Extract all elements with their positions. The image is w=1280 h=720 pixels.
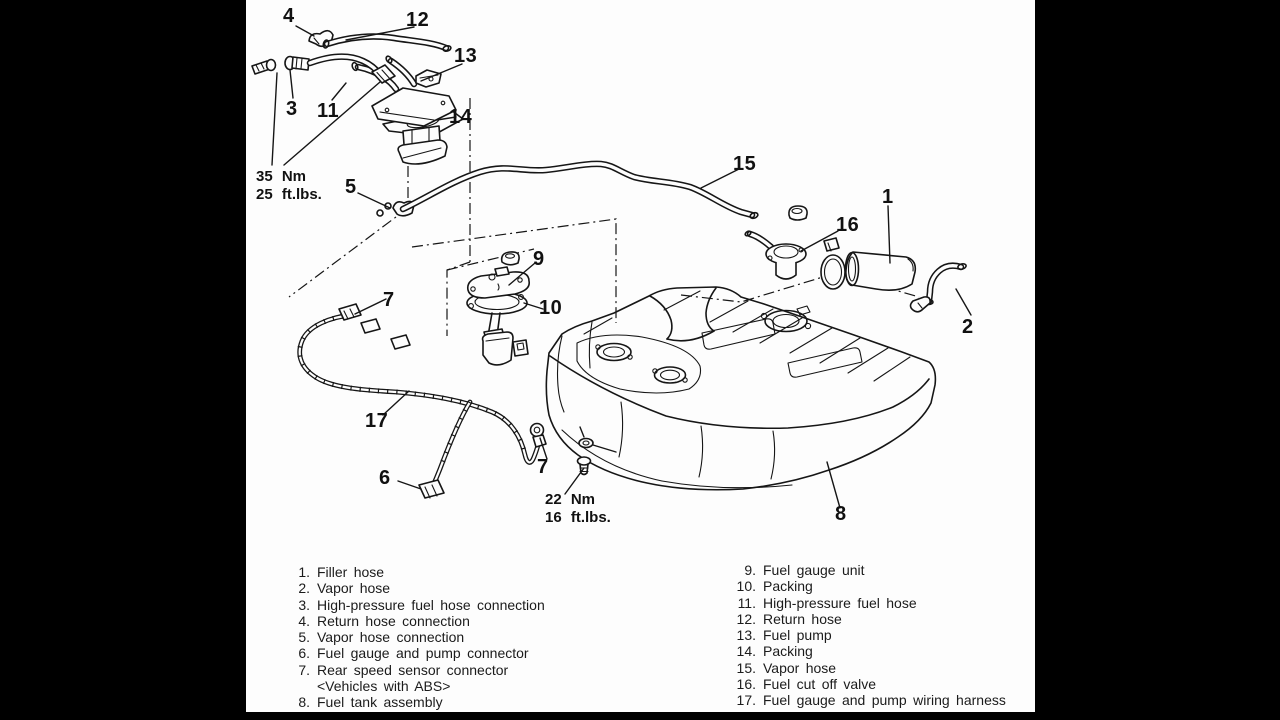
callout-1: 1 <box>882 186 894 208</box>
legend-item-7: 7.Rear speed sensor connector <box>298 661 509 678</box>
legend-item-12: 12.Return hose <box>736 610 842 627</box>
callout-9: 9 <box>533 248 545 270</box>
leader-lines <box>271 25 972 509</box>
legend-item-13: 13.Fuel pump <box>736 627 832 644</box>
legend-item-4: 4.Return hose connection <box>298 612 470 629</box>
fuel-system-line-art <box>251 25 972 509</box>
legend-item-7-note: <Vehicles with ABS> <box>317 678 451 695</box>
torque-35nm-label: 35 Nm 25 ft.lbs. <box>256 168 322 204</box>
callout-12: 12 <box>406 9 430 31</box>
callout-2: 2 <box>962 316 974 338</box>
high-pressure-fuel-hose <box>251 53 396 84</box>
fuel-tank-assembly <box>545 286 937 491</box>
callout-11: 11 <box>317 100 340 122</box>
callout-7-upper: 7 <box>383 289 395 311</box>
legend-item-6: 6.Fuel gauge and pump connector <box>298 645 529 662</box>
return-hose <box>308 29 452 53</box>
legend-item-1: 1.Filler hose <box>298 564 385 580</box>
fuel-pump-module <box>351 55 464 165</box>
datum-dash-lines <box>288 98 920 336</box>
fuel-gauge-unit <box>466 251 531 366</box>
wiring-harness <box>297 303 547 499</box>
callout-7-lower: 7 <box>537 456 549 478</box>
legend-item-5: 5.Vapor hose connection <box>298 629 465 646</box>
legend-item-8: 8.Fuel tank assembly <box>298 694 443 711</box>
callout-5: 5 <box>345 176 357 198</box>
legend-item-10: 10.Packing <box>736 578 813 595</box>
legend-item-9: 9.Fuel gauge unit <box>744 562 865 578</box>
vapor-hose-short <box>909 262 967 313</box>
diagram-page: 4 12 13 3 11 14 5 15 1 16 2 9 10 7 17 6 … <box>246 0 1035 712</box>
callout-10: 10 <box>539 297 563 319</box>
legend-right-column: 9.Fuel gauge unit 10.Packing 11.High-pre… <box>730 562 1006 709</box>
callout-15: 15 <box>733 153 757 175</box>
legend-item-15: 15.Vapor hose <box>736 659 837 676</box>
callout-3: 3 <box>286 98 298 120</box>
callout-8: 8 <box>835 503 847 525</box>
callout-6: 6 <box>379 467 391 489</box>
torque-22nm-label: 22 Nm 16 ft.lbs. <box>545 491 611 527</box>
legend-item-16: 16.Fuel cut off valve <box>736 676 877 693</box>
legend-item-14: 14.Packing <box>736 643 813 660</box>
callout-17: 17 <box>365 410 389 432</box>
tank-mount-hardware <box>576 426 617 476</box>
callout-14: 14 <box>449 106 473 128</box>
torque-35nm-line1: 35 Nm <box>256 168 307 185</box>
callout-4: 4 <box>283 5 295 27</box>
legend-left-column: 1.Filler hose 2.Vapor hose 3.High-pressu… <box>292 564 545 711</box>
legend-item-2: 2.Vapor hose <box>298 580 391 597</box>
legend-item-17: 17.Fuel gauge and pump wiring harness <box>736 692 1006 709</box>
filler-hose <box>820 237 917 291</box>
torque-35nm-line2: 25 ft.lbs. <box>256 186 322 203</box>
torque-22nm-line1: 22 Nm <box>545 491 596 508</box>
callout-13: 13 <box>454 45 478 67</box>
torque-22nm-line2: 16 ft.lbs. <box>545 509 611 526</box>
fuel-cut-off-valve <box>744 205 808 280</box>
legend-item-11: 11.High-pressure fuel hose <box>737 594 917 611</box>
callout-16: 16 <box>836 214 860 236</box>
legend-item-3: 3.High-pressure fuel hose connection <box>298 596 545 613</box>
vapor-hose-long <box>376 160 759 220</box>
